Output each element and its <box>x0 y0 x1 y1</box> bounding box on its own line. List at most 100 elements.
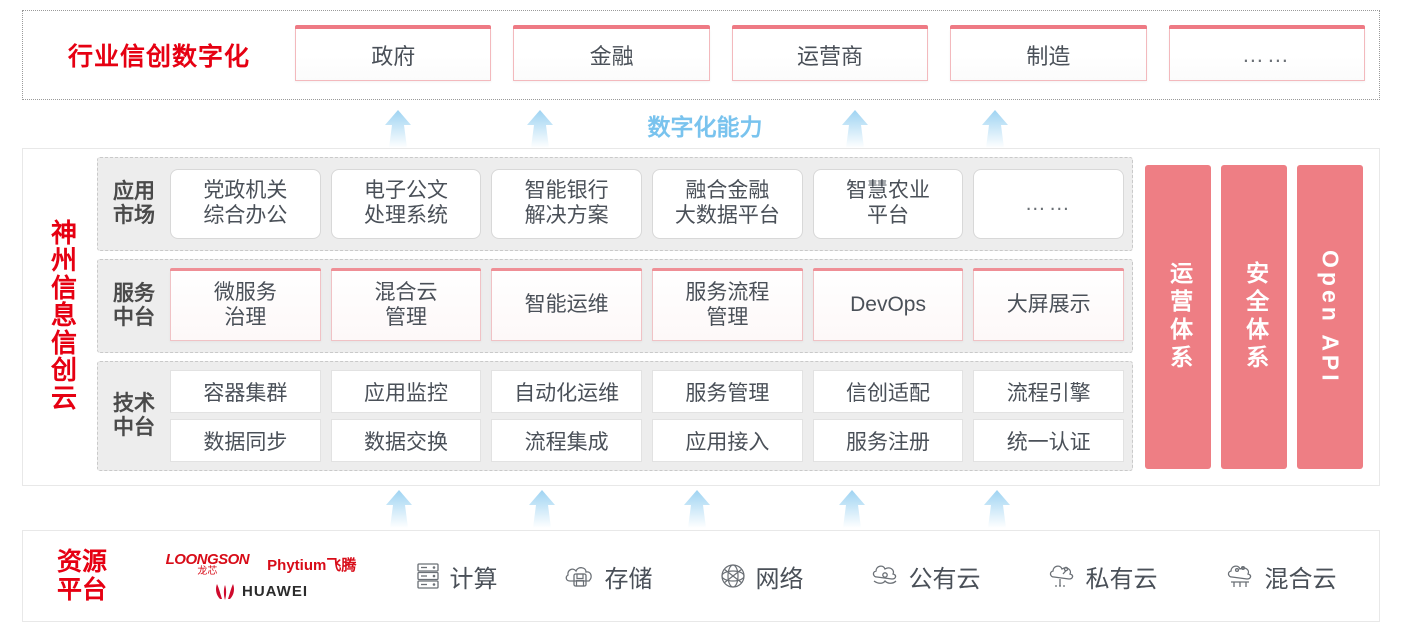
resource-item-label: 混合云 <box>1264 565 1337 593</box>
capability-label: 数字化能力 <box>647 115 763 141</box>
industry-card-label: 政府 <box>371 43 416 69</box>
industry-card-label: …… <box>1241 41 1292 67</box>
resource-item-compute[interactable]: 计算 <box>414 559 498 594</box>
layer-label-application-market: 应用 市场 <box>113 179 155 227</box>
cloud-pillar-list: 运营体系 安全体系 Open API <box>1133 157 1371 477</box>
service-card-line1: DevOps <box>850 293 926 317</box>
tech-card-app-monitoring[interactable]: 应用监控 <box>330 370 482 413</box>
resource-platform-title: 资源 平台 <box>56 547 107 604</box>
tech-card-unified-auth[interactable]: 统一认证 <box>973 419 1125 462</box>
industry-band: 行业信创数字化 政府 金融 运营商 制造 …… <box>22 10 1380 100</box>
industry-card-label: 制造 <box>1026 43 1071 69</box>
industry-card-label: 金融 <box>589 43 634 69</box>
tech-card-service-registry[interactable]: 服务注册 <box>812 419 964 462</box>
resource-arrow-row <box>0 488 1402 528</box>
service-card-microservice-governance[interactable]: 微服务治理 <box>170 268 321 341</box>
cloud-title-char: 信 <box>50 273 77 304</box>
cloud-platform-title: 神 州 信 息 信 创 云 <box>23 149 97 485</box>
cloud-title-char: 创 <box>50 356 77 387</box>
cloud-title-char: 云 <box>50 383 77 414</box>
up-arrow-icon <box>523 108 557 148</box>
layer-technical-platform: 技术 中台 容器集群 应用监控 自动化运维 服务管理 信创适配 流程引擎 <box>97 361 1133 471</box>
service-card-devops[interactable]: DevOps <box>812 268 964 341</box>
app-card-smart-bank[interactable]: 智能银行解决方案 <box>491 169 643 239</box>
service-card-line1: 大屏展示 <box>1006 293 1091 317</box>
industry-card-finance[interactable]: 金融 <box>513 25 711 81</box>
resource-platform-panel: 资源 平台 LOONGSON 龙芯 Phytium飞腾 HUAWEI <box>22 530 1380 622</box>
pillar-operations-system[interactable]: 运营体系 <box>1145 165 1211 469</box>
cloud-platform-panel: 神 州 信 息 信 创 云 应用 市场 党政机关综合办公 电子公文处理系统 <box>22 148 1380 486</box>
app-card-line2: 综合办公 <box>203 204 288 227</box>
up-arrow-icon <box>980 488 1014 528</box>
layer-label-service-platform: 服务 中台 <box>113 281 155 329</box>
app-card-line1: 电子公文 <box>364 179 448 203</box>
application-card-list: 党政机关综合办公 电子公文处理系统 智能银行解决方案 融合金融大数据平台 智慧农… <box>170 169 1132 239</box>
cloud-title-char: 神 <box>50 218 77 249</box>
pillar-security-system[interactable]: 安全体系 <box>1221 165 1287 469</box>
tech-card-process-integration[interactable]: 流程集成 <box>491 419 643 462</box>
tech-card-automated-ops[interactable]: 自动化运维 <box>491 370 643 413</box>
network-mesh-icon <box>720 564 745 588</box>
app-card-gov-office[interactable]: 党政机关综合办公 <box>170 169 321 239</box>
resource-item-hybrid-cloud[interactable]: 混合云 <box>1223 559 1337 594</box>
vendor-logo-row: LOONGSON 龙芯 Phytium飞腾 <box>166 552 357 577</box>
industry-card-label: 运营商 <box>797 43 864 69</box>
industry-card-more[interactable]: …… <box>1168 25 1366 81</box>
up-arrow-icon <box>525 488 559 528</box>
service-card-dashboard[interactable]: 大屏展示 <box>973 268 1125 341</box>
service-card-hybrid-cloud-mgmt[interactable]: 混合云管理 <box>330 268 482 341</box>
up-arrow-icon <box>381 108 415 148</box>
app-card-line1: …… <box>1024 191 1073 215</box>
huawei-petal-icon <box>216 583 234 600</box>
service-card-line1: 智能运维 <box>524 293 609 317</box>
app-card-line2: 平台 <box>867 204 910 227</box>
resource-item-label: 计算 <box>449 565 498 593</box>
layer-label-technical-platform: 技术 中台 <box>113 391 155 439</box>
public-cloud-icon <box>872 565 896 584</box>
tech-card-app-access[interactable]: 应用接入 <box>652 419 803 462</box>
resource-item-label: 公有云 <box>908 565 981 593</box>
technical-card-grid: 容器集群 应用监控 自动化运维 服务管理 信创适配 流程引擎 数据同步 数据交换… <box>170 370 1132 462</box>
server-rack-icon <box>416 563 439 589</box>
industry-card-government[interactable]: 政府 <box>295 25 492 81</box>
tech-card-data-sync[interactable]: 数据同步 <box>170 419 321 462</box>
industry-card-list: 政府 金融 运营商 制造 …… <box>295 25 1379 81</box>
resource-item-network[interactable]: 网络 <box>718 559 804 594</box>
app-card-more[interactable]: …… <box>973 169 1125 239</box>
up-arrow-icon <box>838 108 872 148</box>
app-card-smart-agriculture[interactable]: 智慧农业平台 <box>812 169 964 239</box>
service-card-line2: 治理 <box>224 305 267 329</box>
tech-card-service-mgmt[interactable]: 服务管理 <box>652 370 803 413</box>
tech-card-xinchuang-adaptation[interactable]: 信创适配 <box>812 370 964 413</box>
app-card-e-document[interactable]: 电子公文处理系统 <box>330 169 482 239</box>
cloud-platform-body: 应用 市场 党政机关综合办公 电子公文处理系统 智能银行解决方案 融合金融大数据… <box>97 149 1379 485</box>
loongson-logo-text: LOONGSON <box>165 550 250 568</box>
resource-item-label: 私有云 <box>1085 565 1158 593</box>
resource-item-private-cloud[interactable]: 私有云 <box>1046 559 1158 594</box>
service-card-line1: 服务流程 <box>685 280 770 304</box>
up-arrow-icon <box>680 488 714 528</box>
tech-card-container-cluster[interactable]: 容器集群 <box>170 370 321 413</box>
pillar-open-api[interactable]: Open API <box>1297 165 1363 469</box>
cloud-title-char: 信 <box>50 328 77 359</box>
cloud-layer-stack: 应用 市场 党政机关综合办公 电子公文处理系统 智能银行解决方案 融合金融大数据… <box>97 157 1133 477</box>
app-card-line1: 融合金融 <box>685 179 770 203</box>
service-card-smart-ops[interactable]: 智能运维 <box>491 268 643 341</box>
resource-item-public-cloud[interactable]: 公有云 <box>869 559 981 594</box>
hybrid-cloud-icon <box>1227 565 1251 587</box>
loongson-logo-subtext: 龙芯 <box>197 565 218 577</box>
vendor-logo-list: LOONGSON 龙芯 Phytium飞腾 HUAWEI <box>141 552 381 601</box>
technical-card-row: 数据同步 数据交换 流程集成 应用接入 服务注册 统一认证 <box>170 419 1125 462</box>
tech-card-process-engine[interactable]: 流程引擎 <box>973 370 1125 413</box>
industry-card-manufacturing[interactable]: 制造 <box>950 25 1148 81</box>
app-card-line2: 处理系统 <box>364 204 448 227</box>
huawei-logo-text: HUAWEI <box>242 583 308 600</box>
up-arrow-icon <box>978 108 1012 148</box>
tech-card-data-exchange[interactable]: 数据交换 <box>330 419 482 462</box>
service-card-process-mgmt[interactable]: 服务流程管理 <box>652 268 803 341</box>
cloud-title-char: 息 <box>50 301 77 332</box>
resource-item-storage[interactable]: 存储 <box>563 559 653 594</box>
app-card-finance-bigdata[interactable]: 融合金融大数据平台 <box>652 169 803 239</box>
industry-card-telecom[interactable]: 运营商 <box>731 25 929 81</box>
